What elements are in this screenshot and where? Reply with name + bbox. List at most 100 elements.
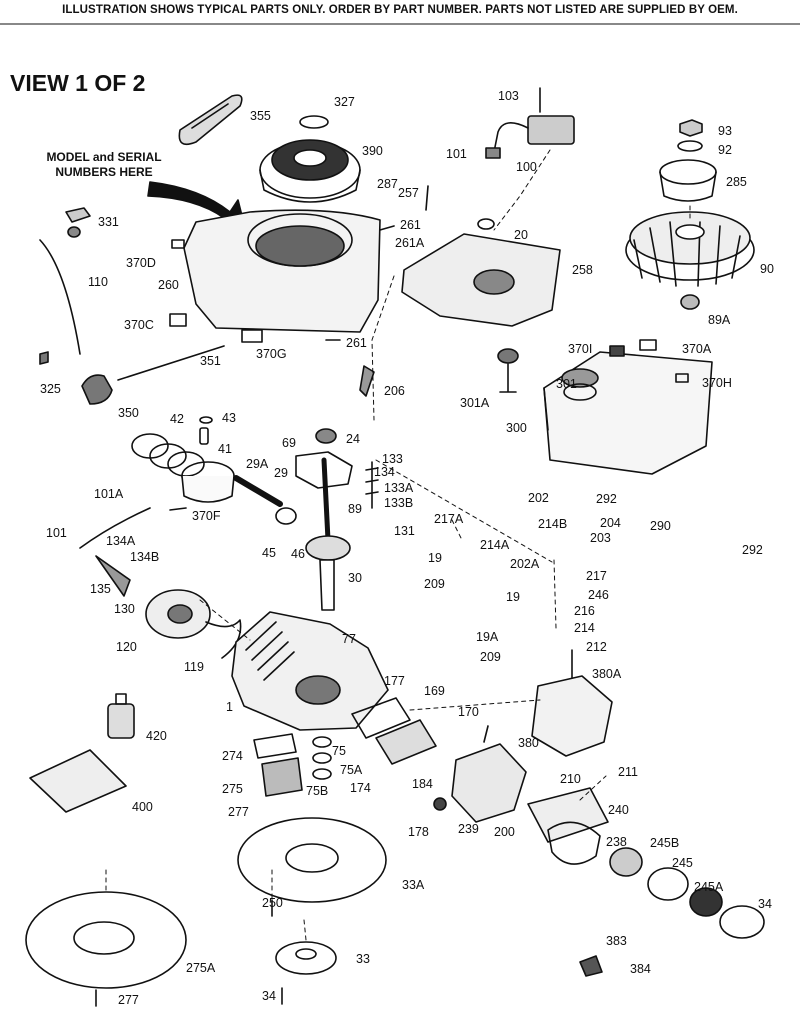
bracket-icon [65, 207, 91, 238]
part-number-label: 169 [424, 684, 445, 698]
flange-icon [145, 589, 211, 639]
clip-icon [39, 351, 49, 365]
seal-icon [433, 797, 447, 811]
part-number-label: 290 [650, 519, 671, 533]
part-number-label: 101 [46, 526, 67, 540]
part-number-label: 133B [384, 496, 414, 510]
part-number-label: 370A [682, 342, 712, 356]
part-number-label: 204 [600, 516, 621, 530]
part-number-label: 261A [395, 236, 425, 250]
parts-notice: ILLUSTRATION SHOWS TYPICAL PARTS ONLY. O… [62, 4, 738, 16]
piston-icon [181, 461, 235, 503]
part-number-label: 184 [412, 777, 433, 791]
part-number-label: 277 [228, 805, 249, 819]
part-number-label: 370F [192, 509, 221, 523]
part-number-label: 19 [428, 551, 442, 565]
part-number-label: 33 [356, 952, 370, 966]
part-number-label: 170 [458, 705, 479, 719]
part-number-label: 214B [538, 517, 568, 531]
part-number-label: 250 [262, 896, 283, 910]
part-number-label: 383 [606, 934, 627, 948]
ground-wire-icon [359, 365, 375, 397]
part-number-label: 245 [672, 856, 693, 870]
part-number-label: 216 [574, 604, 595, 618]
carburetor-icon [531, 649, 613, 757]
connecting-rod-icon [233, 475, 297, 525]
part-number-label: 131 [394, 524, 415, 538]
part-number-label: 370C [124, 318, 154, 332]
intake-gasket-icon [351, 697, 411, 739]
part-number-label: 101 [446, 147, 467, 161]
link-rod-icon [117, 345, 225, 381]
part-number-label: 217 [586, 569, 607, 583]
piston-pin-icon [199, 427, 209, 445]
part-number-label: 203 [590, 531, 611, 545]
part-number-label: 34 [262, 989, 276, 1003]
starter-handle-icon [178, 94, 243, 146]
part-number-label: 200 [494, 825, 515, 839]
air-baffle-icon [401, 233, 561, 327]
crankshaft-icon [305, 457, 351, 611]
part-number-label: 355 [250, 109, 271, 123]
part-number-label: 261 [400, 218, 421, 232]
part-number-label: 240 [608, 803, 629, 817]
part-number-label: 202 [528, 491, 549, 505]
retainer-icon [199, 416, 213, 424]
part-number-label: 110 [88, 275, 108, 289]
part-number-label: 206 [384, 384, 405, 398]
muffler-gasket-icon [253, 733, 297, 759]
part-number-label: 209 [424, 577, 445, 591]
part-number-label: 261 [346, 336, 367, 350]
air-filter-icon [647, 867, 689, 901]
part-number-label: 134 [374, 465, 395, 479]
part-number-label: 274 [222, 749, 243, 763]
part-number-label: 287 [377, 177, 398, 191]
part-number-label: 89A [708, 313, 731, 327]
muffler-icon [261, 757, 303, 797]
washers-icon [312, 736, 332, 780]
part-number-label: 325 [40, 382, 61, 396]
part-number-label: 239 [458, 822, 479, 836]
part-number-label: 133A [384, 481, 414, 495]
part-number-label: 292 [742, 543, 763, 557]
part-number-label: 370H [702, 376, 732, 390]
part-number-label: 217A [434, 512, 464, 526]
governor-rod-icon [39, 239, 81, 355]
part-number-label: 20 [514, 228, 528, 242]
part-number-label: 210 [560, 772, 581, 786]
part-number-label: 29 [274, 466, 288, 480]
part-number-label: 19 [506, 590, 520, 604]
part-number-label: 30 [348, 571, 362, 585]
part-number-label: 100 [516, 160, 537, 174]
callout-line-1: MODEL and SERIAL [46, 150, 162, 164]
part-number-label: 120 [116, 640, 137, 654]
grommet-icon [477, 218, 495, 230]
starter-cup-icon [659, 159, 717, 202]
part-number-label: 89 [348, 502, 362, 516]
part-number-label: 370G [256, 347, 287, 361]
manual-icon [29, 749, 127, 813]
part-number-label: 178 [408, 825, 429, 839]
part-number-label: 41 [218, 442, 232, 456]
part-number-label: 103 [498, 89, 519, 103]
screw-icon [379, 225, 395, 231]
oil-bottle-icon [107, 693, 135, 739]
part-number-label: 214 [574, 621, 595, 635]
flywheel-key-icon [680, 294, 700, 310]
part-number-label: 90 [760, 262, 774, 276]
screen-icon [689, 887, 723, 917]
part-number-label: 285 [726, 175, 747, 189]
part-number-label: 93 [718, 124, 732, 138]
part-number-label: 29A [246, 457, 269, 471]
part-number-label: 400 [132, 800, 153, 814]
gasket-icon [295, 451, 353, 489]
fuel-cap-icon [561, 368, 599, 401]
part-number-label: 238 [606, 835, 627, 849]
part-number-label: 245B [650, 836, 680, 850]
part-number-label: 202A [510, 557, 540, 571]
oil-seal-icon [205, 619, 242, 659]
screw-icon [425, 185, 429, 211]
part-number-label: 300 [506, 421, 527, 435]
view-title: VIEW 1 OF 2 [10, 70, 146, 96]
